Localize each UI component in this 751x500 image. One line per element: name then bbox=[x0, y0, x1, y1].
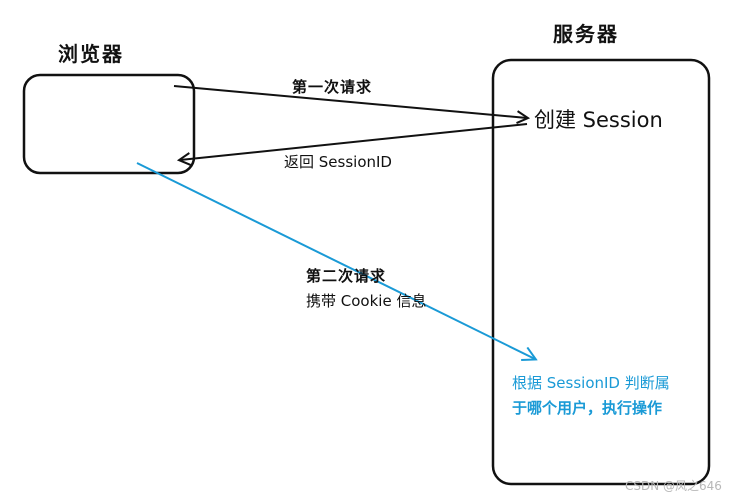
server-note-line2: 于哪个用户，执行操作 bbox=[512, 399, 663, 417]
second-request-arrow bbox=[136, 162, 535, 359]
return-sessionid-arrow bbox=[180, 123, 528, 160]
browser-title: 浏览器 bbox=[58, 42, 124, 66]
first-request-label: 第一次请求 bbox=[292, 78, 373, 96]
second-request-label: 第二次请求 bbox=[306, 267, 387, 285]
browser-box bbox=[22, 73, 196, 175]
return-sessionid-label: 返回 SessionID bbox=[284, 153, 392, 171]
server-note-line1: 根据 SessionID 判断属 bbox=[512, 374, 670, 392]
carry-cookie-label: 携带 Cookie 信息 bbox=[306, 292, 427, 310]
server-box bbox=[491, 58, 711, 486]
server-title: 服务器 bbox=[553, 22, 619, 46]
first-request-arrow bbox=[173, 85, 527, 118]
watermark: CSDN @风之646 bbox=[625, 479, 722, 493]
create-session-label: 创建 Session bbox=[534, 108, 663, 132]
